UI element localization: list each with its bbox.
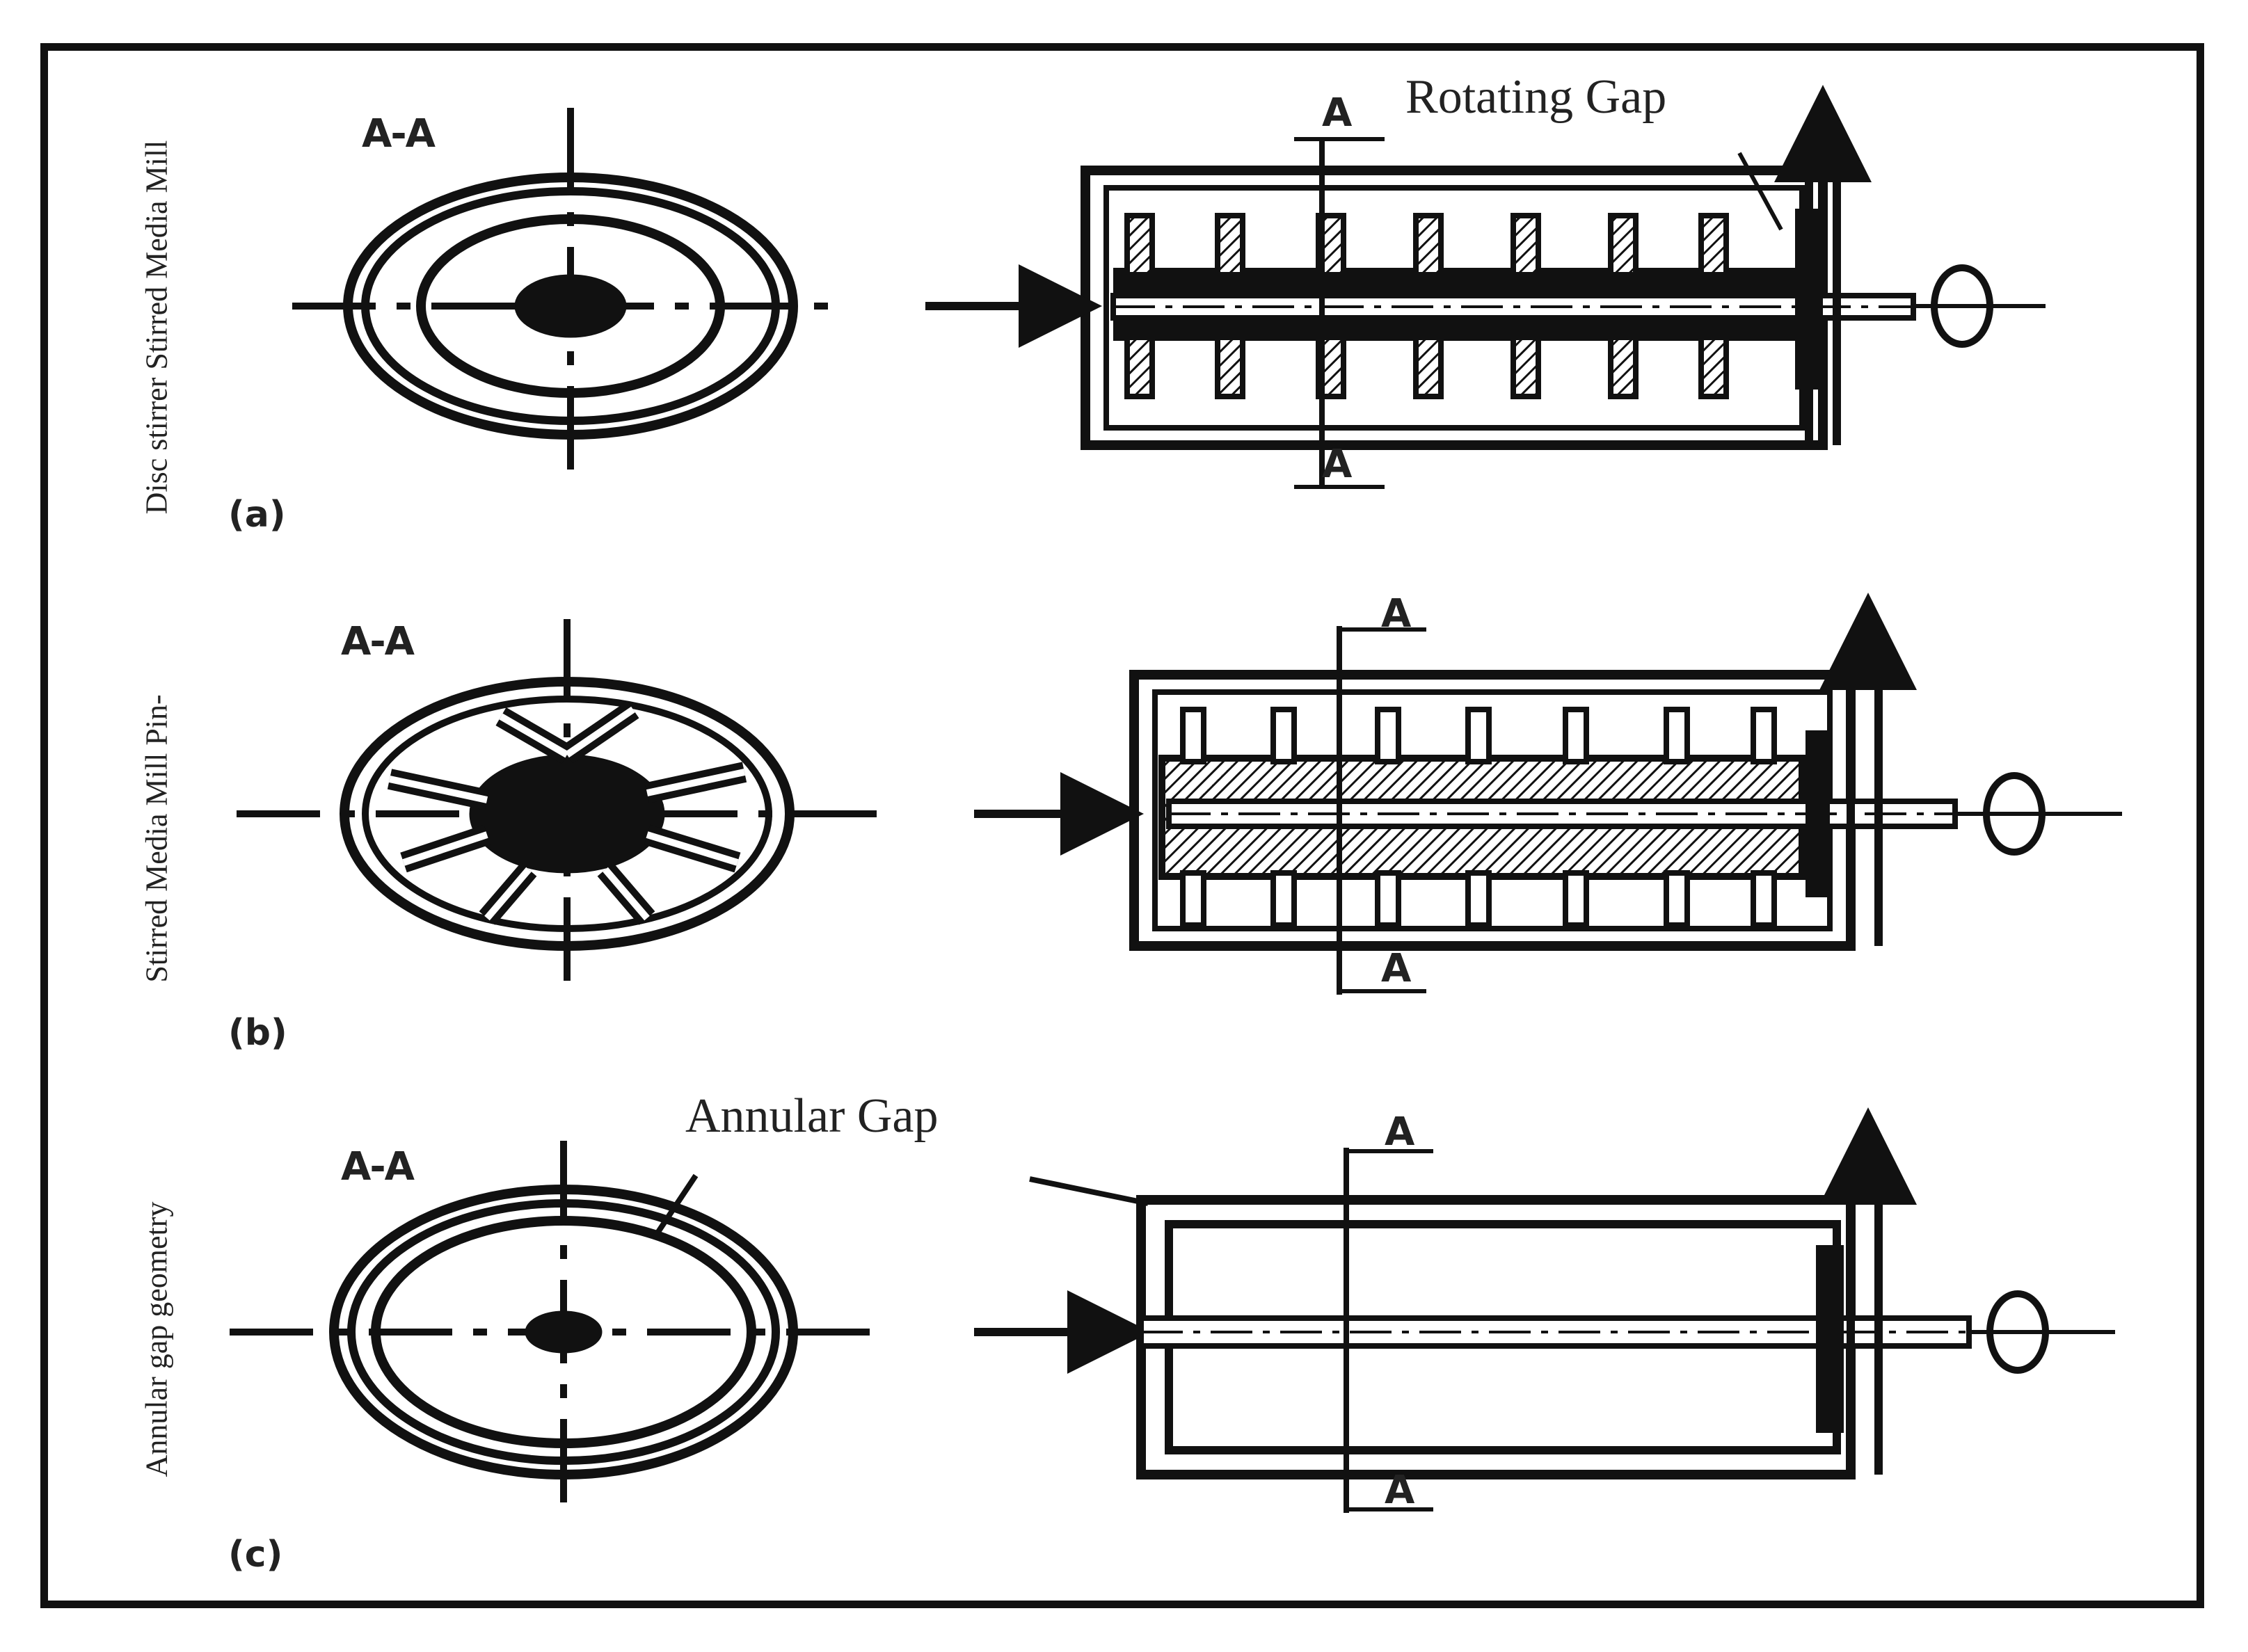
rotating-gap-callout: Rotating Gap [1405, 70, 1667, 124]
panel-b-stirrer-pins [1180, 707, 1777, 928]
panel-a-rotating-gap-leader [1737, 152, 1783, 231]
panel-c-section-label: A-A [341, 1144, 415, 1189]
panel-a-side-label: Disc stirrer Stirred Media Mill [139, 140, 174, 515]
panel-b-outlet-screen [1805, 730, 1830, 897]
panel-c-cross-section [230, 1141, 884, 1509]
panel-b-cross-section [237, 619, 877, 1002]
panel-c-cut-mark-bottom: A [1385, 1468, 1414, 1513]
panel-a-cross-section [292, 108, 835, 483]
annular-gap-callout: Annular Gap [685, 1089, 939, 1143]
panel-a-section-label: A-A [362, 111, 436, 157]
panel-b-cut-mark-bottom: A [1381, 946, 1411, 991]
figure-frame [40, 43, 2204, 1608]
panel-b-side-view [974, 593, 2122, 995]
panel-c-side-view [974, 1107, 2115, 1513]
panel-b-cut-mark-top: A [1381, 591, 1411, 636]
panel-c-outlet-screen [1816, 1245, 1844, 1433]
panel-b-side-label: Stirred Media Mill Pin- [139, 694, 174, 983]
panel-c-annular-gap-leader [651, 1173, 699, 1240]
panel-b-drive-shaft [1166, 799, 1958, 829]
panel-c-annular-gap-pointer [1029, 1176, 1149, 1206]
panel-a-side-view [925, 85, 2046, 489]
panel-a-cut-mark-top: A [1322, 90, 1352, 136]
panel-b-letter: (b) [228, 1012, 287, 1054]
panel-c-side-label: Annular gap geometry [139, 1201, 174, 1477]
panel-c-letter: (c) [228, 1534, 283, 1575]
panel-c-cut-mark-top: A [1385, 1109, 1414, 1155]
panel-b-pin-gaps [388, 706, 746, 921]
panel-a-cut-mark-bottom: A [1322, 442, 1352, 487]
panel-a-letter: (a) [228, 494, 286, 536]
panel-b-section-label: A-A [341, 619, 415, 664]
